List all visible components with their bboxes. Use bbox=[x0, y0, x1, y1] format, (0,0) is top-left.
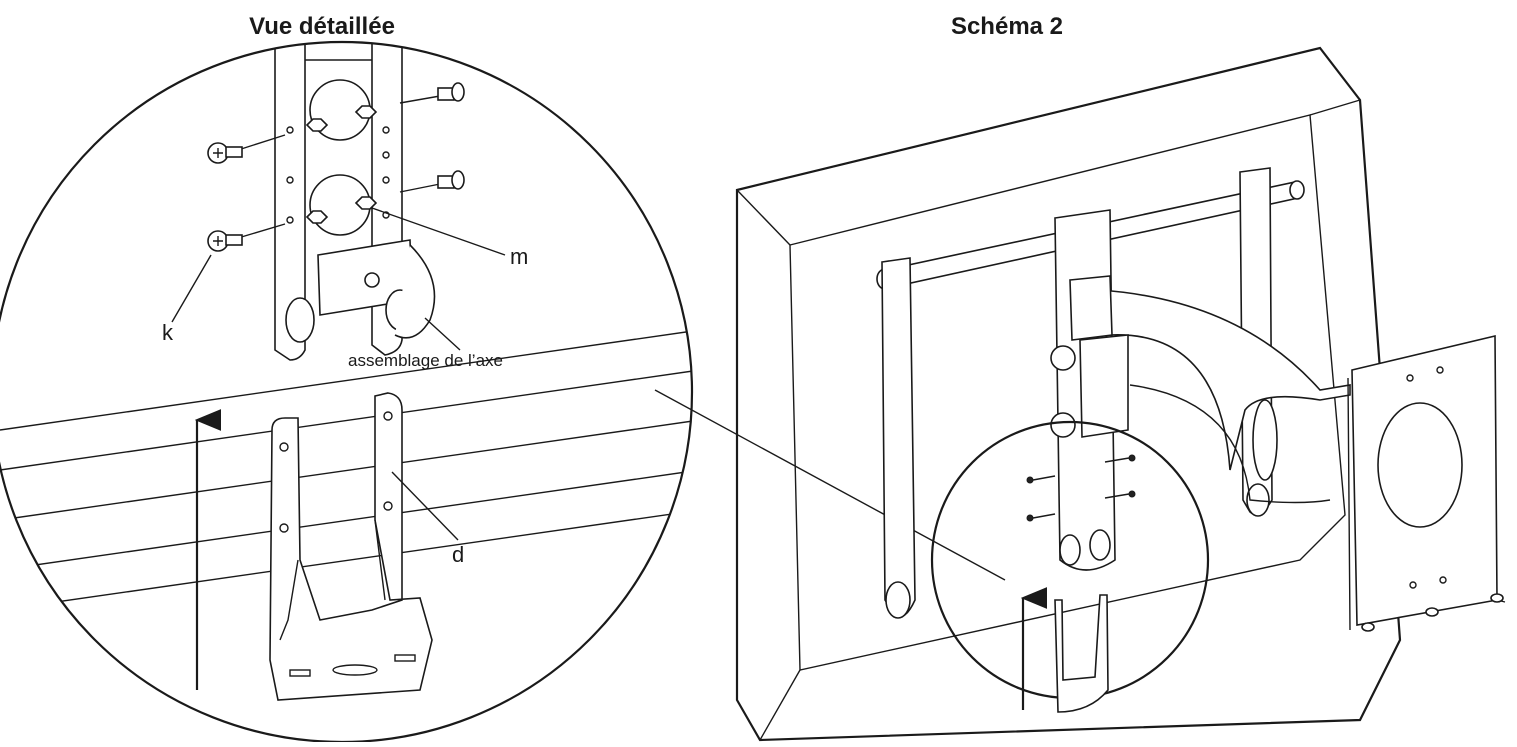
screw-icon bbox=[207, 223, 286, 252]
label-m: m bbox=[510, 244, 528, 269]
tv-frame-inner bbox=[789, 114, 1346, 671]
wall-line bbox=[0, 469, 692, 571]
label-d: d bbox=[452, 542, 464, 567]
detail-connector bbox=[654, 389, 1006, 581]
hex-nut-icon bbox=[305, 118, 329, 132]
upper-bracket bbox=[274, 42, 436, 361]
label-k: k bbox=[162, 320, 174, 345]
leader-axis bbox=[424, 317, 461, 351]
leader-k bbox=[171, 254, 212, 323]
detail-view: k m d assemblage de l’axe bbox=[0, 41, 693, 743]
knob bbox=[1050, 412, 1076, 438]
main-diagram bbox=[735, 46, 1506, 742]
wall-line bbox=[0, 509, 692, 611]
leader-m bbox=[371, 207, 506, 256]
hex-nut-icon bbox=[354, 196, 378, 210]
detail-view-title: Vue détaillée bbox=[249, 13, 395, 40]
screw-icon bbox=[399, 170, 465, 193]
hex-nut-icon bbox=[305, 210, 329, 224]
hex-nut-icon bbox=[354, 105, 378, 119]
knob bbox=[1050, 345, 1076, 371]
swing-arm bbox=[1098, 289, 1351, 471]
tv-frame-outer bbox=[735, 46, 1402, 742]
screw-icon bbox=[399, 82, 465, 104]
left-bracket bbox=[881, 257, 916, 618]
leader-d bbox=[391, 471, 459, 541]
screw-icon bbox=[207, 134, 286, 164]
diagram-title: Schéma 2 bbox=[951, 13, 1063, 40]
detail-callout bbox=[930, 420, 1210, 713]
wall-line bbox=[0, 329, 692, 431]
label-axis-assembly: assemblage de l’axe bbox=[348, 351, 503, 370]
wall-line bbox=[0, 419, 692, 521]
u-bracket bbox=[269, 392, 433, 701]
wall-line bbox=[0, 369, 692, 471]
